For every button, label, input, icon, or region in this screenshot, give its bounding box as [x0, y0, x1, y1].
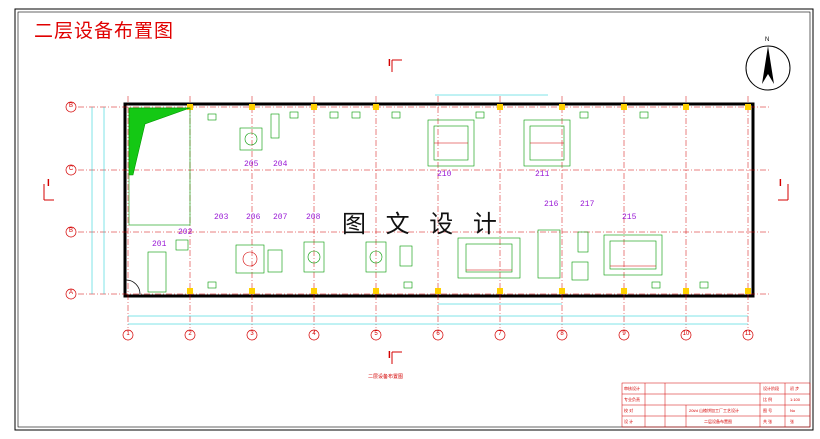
- section-markers: [43, 59, 789, 364]
- title-block-right-label: 比 例: [763, 397, 773, 402]
- equipment-tag: 202: [178, 228, 193, 237]
- grid-number: 2: [188, 331, 192, 337]
- drawing-title: 二层设备布置图: [34, 20, 175, 42]
- grid-letter: C: [68, 166, 74, 172]
- grid-lines-horizontal: [78, 106, 770, 295]
- title-block-right-label: 设计阶段: [763, 386, 779, 391]
- grid-number: 9: [622, 331, 626, 337]
- title-block: [621, 382, 811, 428]
- door-swing: [125, 279, 141, 295]
- grid-number: 5: [374, 331, 378, 337]
- drawing-subcaption: 二层设备布置图: [368, 374, 404, 380]
- title-block-project: 20t/d 山楂饼加工厂工艺设计: [689, 408, 740, 413]
- grid-number: 10: [682, 331, 690, 337]
- grid-bubbles-bottom: [122, 329, 754, 341]
- north-label: N: [765, 37, 770, 43]
- grid-number: 4: [312, 331, 316, 337]
- section-mark-left: I: [47, 178, 50, 189]
- equipment-tag: 201: [152, 240, 167, 249]
- grid-letter: B: [68, 228, 73, 234]
- outer-frame: [14, 8, 814, 431]
- watermark-text: 图 文 设 计: [342, 210, 503, 238]
- title-block-right-value: No: [790, 408, 796, 413]
- equipment-tag: 208: [306, 213, 321, 222]
- grid-letter: B: [68, 103, 73, 109]
- building-outline: [123, 102, 755, 298]
- equipment-tag: 207: [273, 213, 288, 222]
- equipment-tag: 204: [273, 160, 288, 169]
- title-block-drawing-name: 二层设备布置图: [704, 419, 732, 424]
- north-arrow: [745, 45, 791, 91]
- equipment: [128, 107, 709, 293]
- title-block-row-label: 审核设计: [624, 386, 640, 391]
- title-block-right-value: 初 步: [790, 386, 800, 391]
- title-block-row-label: 校 对: [624, 408, 634, 413]
- section-mark-right: I: [779, 178, 782, 189]
- grid-bubbles-left: [65, 101, 77, 300]
- title-block-right-value: 张: [790, 419, 794, 424]
- equipment-tag: 217: [580, 200, 595, 209]
- equipment-tag: 215: [622, 213, 637, 222]
- section-mark-top: I: [388, 58, 391, 69]
- inner-frame: [17, 11, 811, 428]
- equipment-tag: 211: [535, 170, 550, 179]
- dimension-lines: [91, 94, 748, 325]
- grid-number: 8: [560, 331, 564, 337]
- grid-letter: A: [68, 290, 73, 296]
- grid-number: 1: [126, 331, 130, 337]
- equipment-tag: 206: [246, 213, 261, 222]
- equipment-tag: 216: [544, 200, 559, 209]
- grid-number: 11: [744, 331, 752, 337]
- title-block-right-label: 共 张: [763, 419, 773, 424]
- grid-number: 3: [250, 331, 254, 337]
- equipment-tag: 203: [214, 213, 229, 222]
- title-block-right-label: 图 号: [763, 408, 773, 413]
- title-block-right-value: 1:100: [790, 397, 801, 402]
- equipment-tag: 210: [437, 170, 452, 179]
- grid-number: 7: [498, 331, 502, 337]
- grid-number: 6: [436, 331, 440, 337]
- title-block-row-label: 专业负责: [624, 397, 640, 402]
- section-mark-bottom: I: [388, 350, 391, 361]
- equipment-tag: 205: [244, 160, 259, 169]
- grid-lines-vertical: [127, 96, 749, 328]
- title-block-row-label: 设 计: [624, 419, 634, 424]
- column-markers: [187, 104, 751, 294]
